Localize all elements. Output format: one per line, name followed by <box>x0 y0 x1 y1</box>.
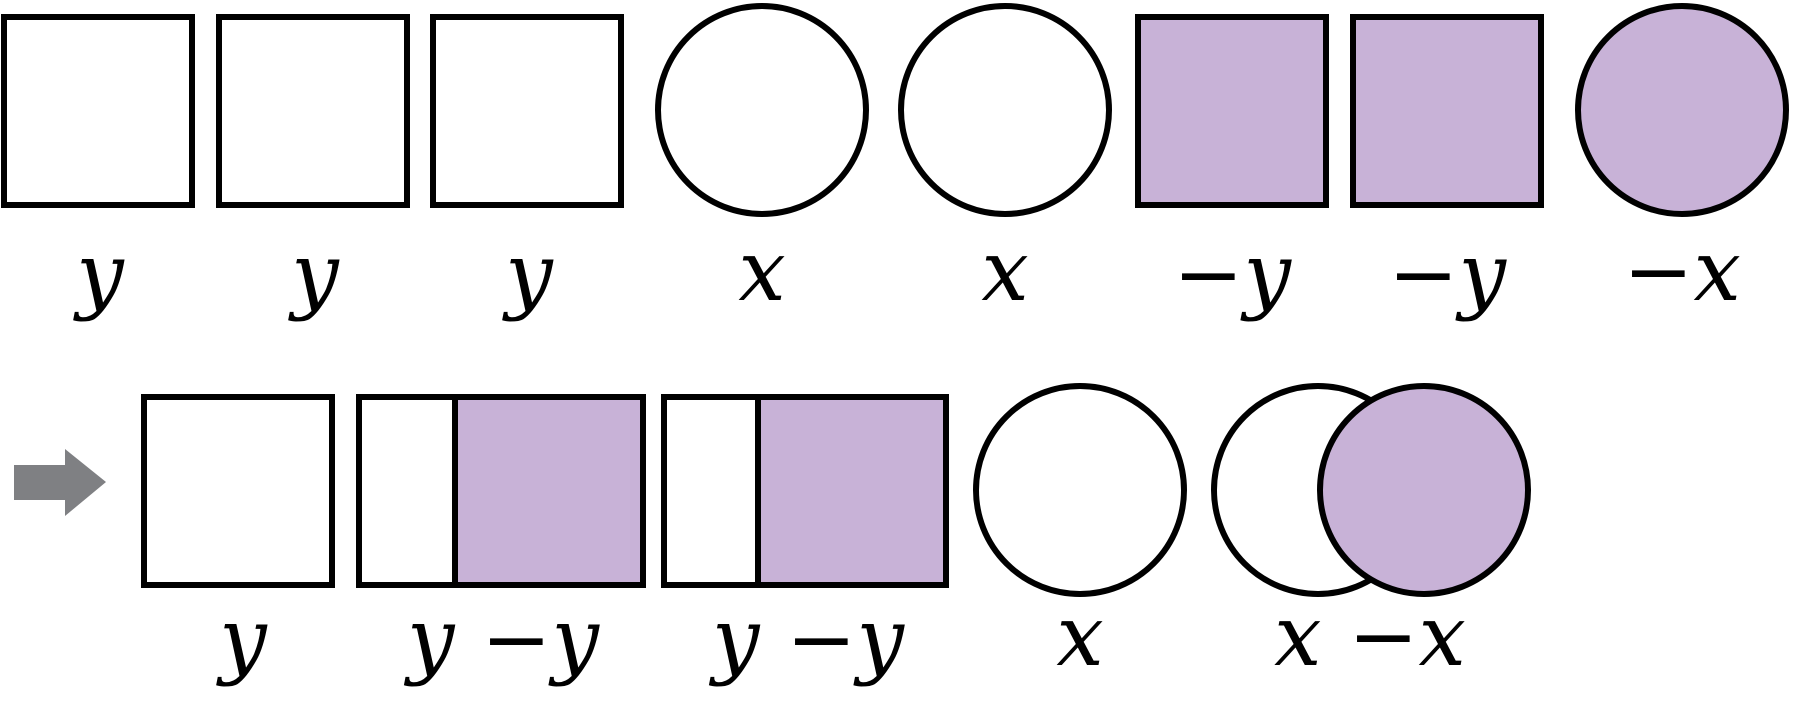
bottom-row-labels: y y −y y −y x x −x <box>215 587 1466 688</box>
right-arrow-icon <box>14 449 106 516</box>
label-bottom-2: y −y <box>403 590 601 688</box>
label-top-6: −y <box>1173 225 1292 323</box>
bottom-row <box>141 383 1531 597</box>
tile-square-y-1 <box>1 14 195 208</box>
tile-square-neg-y-1 <box>1135 14 1329 208</box>
tile-circle-neg-x <box>1575 3 1789 217</box>
top-row <box>1 3 1789 217</box>
tile-square-y-2 <box>216 14 410 208</box>
zero-pair-squares-2 <box>661 394 949 588</box>
label-top-1: y <box>72 225 125 323</box>
tile-circle-x-single <box>973 383 1187 597</box>
tile-circle-neg-x-pair <box>1317 383 1531 597</box>
label-bottom-3: y −y <box>708 590 906 688</box>
label-bottom-5: x −x <box>1274 587 1466 685</box>
label-top-4: x <box>738 222 785 320</box>
label-top-7: −y <box>1388 225 1507 323</box>
label-bottom-4: x <box>1056 587 1103 685</box>
tile-circle-x-2 <box>898 3 1112 217</box>
tile-square-neg-y-2 <box>1350 14 1544 208</box>
label-bottom-1: y <box>215 590 268 688</box>
tile-square-y-3 <box>430 14 624 208</box>
zero-pair-squares-1 <box>356 394 646 588</box>
tile-circle-x-1 <box>655 3 869 217</box>
label-top-3: y <box>501 225 554 323</box>
label-top-5: x <box>981 222 1028 320</box>
tile-square-y-single <box>141 394 335 588</box>
tile-square-neg-y-pair-1 <box>452 394 646 588</box>
label-top-2: y <box>287 225 340 323</box>
label-top-8: −x <box>1623 222 1741 320</box>
tile-square-neg-y-pair-2 <box>755 394 949 588</box>
top-row-labels: y y y x x −y −y −x <box>72 222 1741 323</box>
zero-pair-circles <box>1211 383 1531 597</box>
